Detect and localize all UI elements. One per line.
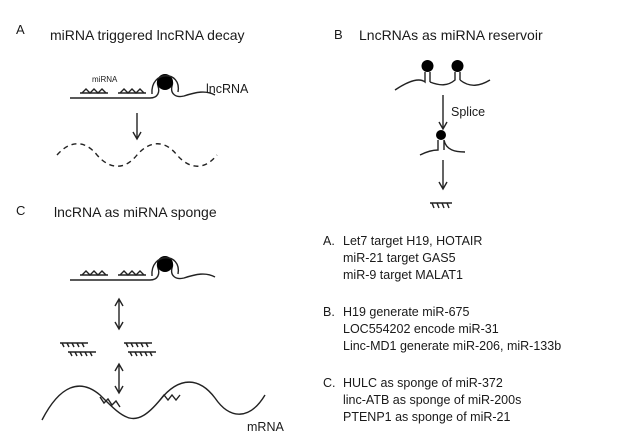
panel-a-mirna-bound-2 [118,88,146,94]
panel-b-pre-mirna [419,130,466,156]
example-group-c: C. HULC as sponge of miR-372 linc-ATB as… [323,375,521,426]
panel-c-free-mirnas-left [60,342,96,357]
example-group-a: A. Let7 target H19, HOTAIR miR-21 target… [323,233,482,284]
panel-c-mrna-mirna-1 [99,396,121,408]
example-a-line-1: Let7 target H19, HOTAIR [343,234,483,248]
example-group-b-letter: B. [323,305,335,319]
panel-b-mature-mirna [430,202,452,209]
example-b-line-2: LOC554202 encode miR-31 [343,322,499,336]
panel-a-decayed-rna [56,143,218,167]
example-b-line-3: Linc-MD1 generate miR-206, miR-133b [343,339,562,353]
panel-c-mrna-mirna-2 [159,393,181,402]
example-a-line-3: miR-9 target MALAT1 [343,268,463,282]
panel-a-letter: A [16,22,25,37]
panel-b-letter: B [334,27,343,42]
panel-a-mirna-label: miRNA [92,75,118,84]
example-group-c-letter: C. [323,376,336,390]
panel-c-title: lncRNA as miRNA sponge [54,204,217,220]
panel-b-arrowhead-2 [438,181,448,191]
panel-c-arrowhead-down-2 [114,385,124,395]
panel-c-mrna-label: mRNA [247,420,284,434]
example-c-line-2: linc-ATB as sponge of miR-200s [343,393,522,407]
panel-c-letter: C [16,203,26,218]
panel-c-arrowhead-up-2 [114,362,124,372]
panel-a-title: miRNA triggered lncRNA decay [50,27,245,43]
panel-a-arrowhead [132,131,142,141]
panel-b-title: LncRNAs as miRNA reservoir [359,27,543,43]
panel-c-mirna-bound-1 [80,270,108,276]
panel-b-lncrna-hairpins [394,60,491,91]
example-group-a-letter: A. [323,234,335,248]
panel-a-lncrna-strand [70,74,216,99]
panel-c-mrna-wave [41,381,266,421]
panel-c-arrowhead-up-1 [114,297,124,307]
panel-c-lncrna-strand [70,256,216,281]
panel-c-mirna-bound-2 [118,270,146,276]
panel-b-arrowhead-1 [438,121,448,131]
panel-c-arrowhead-down-1 [114,321,124,331]
panel-a-lncrna-label: lncRNA [206,82,249,96]
example-c-line-3: PTENP1 as sponge of miR-21 [343,410,511,424]
panel-b-splice-label: Splice [451,105,486,119]
panel-c-free-mirnas-right [124,342,156,357]
panel-a-mirna-bound-1 [80,88,108,94]
example-group-b: B. H19 generate miR-675 LOC554202 encode… [323,304,561,355]
example-a-line-2: miR-21 target GAS5 [343,251,456,265]
example-b-line-1: H19 generate miR-675 [343,305,470,319]
example-c-line-1: HULC as sponge of miR-372 [343,376,503,390]
